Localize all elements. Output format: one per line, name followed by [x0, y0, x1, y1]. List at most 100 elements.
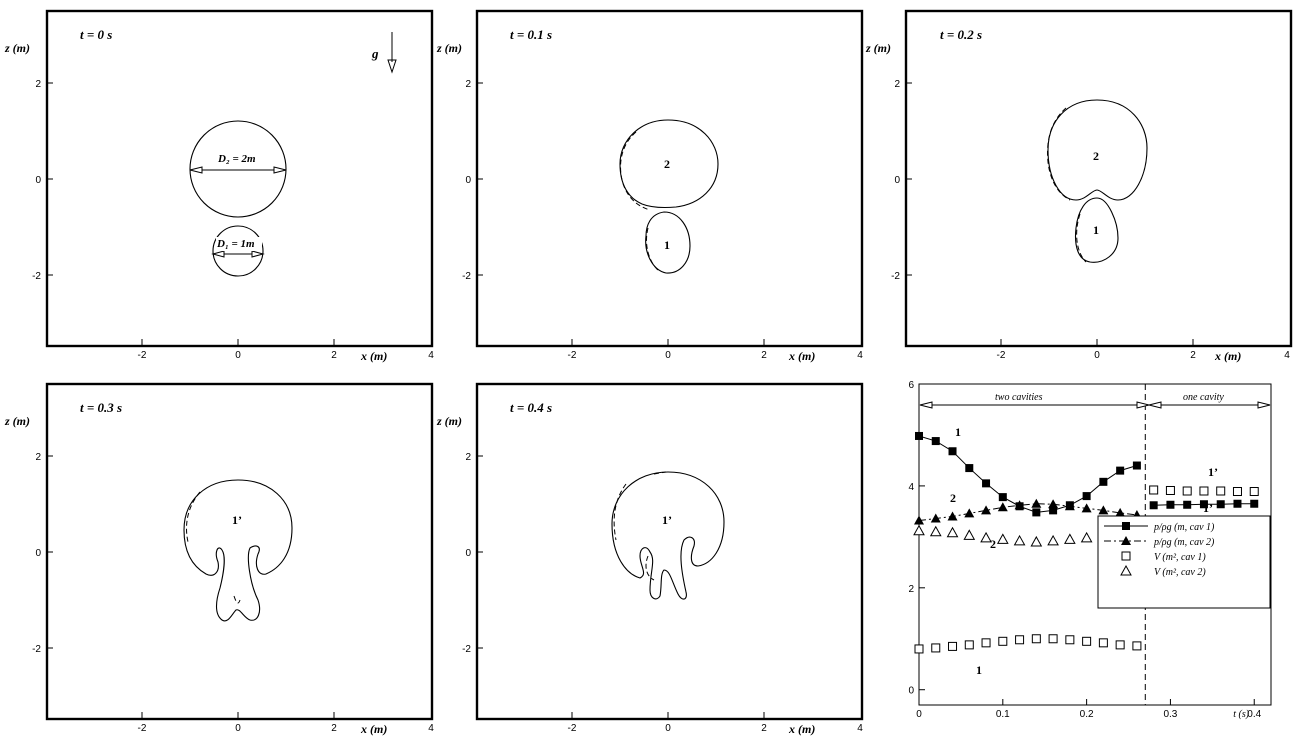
cavity-2-outline	[619, 119, 719, 209]
x-tick-label: 4	[428, 350, 434, 361]
x-tick-label: -2	[138, 350, 147, 361]
data-point	[1132, 461, 1141, 470]
x-tick-label: 0	[235, 723, 241, 734]
panel-title: t = 0.4 s	[510, 400, 552, 415]
data-point	[948, 447, 957, 456]
gravity-label: g	[371, 46, 379, 61]
y-tick-label: 2	[465, 452, 471, 463]
x-tick-label: 0.2	[1080, 709, 1094, 720]
cavity-merged-outline	[611, 471, 725, 600]
series-label-p2: 2	[950, 491, 956, 505]
data-point	[997, 502, 1008, 512]
data-point	[1115, 507, 1126, 517]
x-tick-label: 4	[857, 723, 863, 734]
x-axis-label: x (m)	[788, 722, 815, 736]
y-tick-label: 0	[35, 175, 41, 186]
data-point	[1182, 486, 1192, 496]
x-axis-label: x (m)	[360, 349, 387, 363]
x-tick-label: -2	[568, 723, 577, 734]
cavity-2-outline	[1047, 99, 1148, 201]
data-point	[1183, 500, 1192, 509]
gravity-arrow: g	[371, 32, 397, 74]
x-tick-label: 0	[1094, 350, 1100, 361]
panel-t01: t = 0.1 s z (m) -2 0 2 4 x (m) 2 0 -2 2 …	[436, 9, 863, 363]
x-tick-label: 4	[857, 350, 863, 361]
x-tick-label: 0.3	[1163, 709, 1177, 720]
one-cavity-label: one cavity	[1183, 392, 1224, 403]
panel-t0: t = 0 s z (m) -2 0 2 4 x (m) 2 0 -2 g D₂…	[4, 9, 434, 363]
legend-entry: p/ρg (m, cav 1)	[1104, 522, 1215, 533]
y-tick-label: 0	[465, 548, 471, 559]
data-point	[1199, 486, 1209, 496]
cavity-label: 1’	[662, 513, 672, 527]
x-tick-label: 2	[331, 350, 337, 361]
data-point	[980, 531, 992, 543]
x-tick-label: 4	[1284, 350, 1290, 361]
series-3	[914, 485, 1259, 654]
data-point	[1082, 492, 1091, 501]
cavity-merged-outline-dashed	[186, 491, 241, 604]
y-axis-label: z (m)	[865, 41, 891, 55]
x-tick-label: 0	[916, 709, 922, 720]
legend-label: p/ρg (m, cav 1)	[1153, 522, 1215, 533]
x-tick-label: 0.1	[996, 709, 1010, 720]
x-tick-label: 0	[665, 723, 671, 734]
data-point	[965, 464, 974, 473]
data-point	[1065, 635, 1075, 645]
x-tick-label: 2	[331, 723, 337, 734]
cavity-1-outline-dashed	[646, 227, 661, 273]
data-point	[913, 524, 925, 536]
data-point	[915, 431, 923, 440]
legend-label: V (m², cav 2)	[1154, 567, 1206, 578]
data-point	[1049, 506, 1058, 515]
data-point	[1080, 531, 1093, 543]
y-tick-label: 2	[35, 452, 41, 463]
panel-title: t = 0.3 s	[80, 400, 122, 415]
data-point	[1048, 634, 1058, 644]
legend-entry: p/ρg (m, cav 2)	[1104, 536, 1215, 548]
data-point	[1165, 485, 1175, 495]
cavity-2-outline-dashed	[620, 131, 651, 211]
legend-entry: V (m², cav 2)	[1120, 564, 1206, 578]
y-tick-label: 2	[908, 584, 914, 595]
y-axis-label: z (m)	[4, 41, 30, 55]
x-tick-label: 0	[665, 350, 671, 361]
data-point	[1098, 505, 1109, 515]
data-point	[931, 437, 940, 446]
data-point	[1031, 634, 1041, 644]
data-point	[931, 643, 941, 653]
x-axis-label: x (m)	[360, 722, 387, 736]
two-cavities-arrow	[919, 401, 1150, 409]
data-point	[1064, 533, 1076, 544]
data-point	[930, 513, 941, 523]
legend-entry: V (m², cav 1)	[1121, 551, 1206, 563]
cavity-1-outline	[1074, 197, 1119, 263]
data-point	[1014, 500, 1025, 510]
panel-title: t = 0.1 s	[510, 27, 552, 42]
cavity-1-outline-dashed	[1076, 213, 1087, 263]
data-point	[1216, 486, 1226, 496]
data-point	[1216, 500, 1225, 509]
data-point	[946, 526, 959, 538]
y-tick-label: -2	[32, 644, 41, 655]
data-point	[1013, 534, 1026, 546]
panel-t04: t = 0.4 s z (m) -2 0 2 4 x (m) 2 0 -2 1’	[436, 382, 863, 736]
panel-t02: t = 0.2 s z (m) -2 0 2 4 x (m) 2 0 -2 2 …	[865, 9, 1293, 363]
legend-label: V (m², cav 1)	[1154, 552, 1206, 563]
cavity-2-outline	[189, 120, 287, 218]
data-point	[964, 508, 975, 518]
y-axis-label: z (m)	[436, 41, 462, 55]
data-point	[1233, 499, 1242, 508]
series-line	[918, 503, 1137, 522]
data-point	[947, 511, 958, 521]
diameter-d2-arrow	[189, 166, 287, 174]
y-tick-label: -2	[462, 644, 471, 655]
data-point	[1015, 635, 1025, 645]
data-point	[998, 636, 1008, 646]
data-point	[948, 641, 958, 651]
data-point	[1048, 499, 1059, 509]
y-tick-label: 4	[908, 482, 914, 493]
data-point	[981, 505, 992, 515]
one-cavity-arrow	[1148, 401, 1271, 409]
